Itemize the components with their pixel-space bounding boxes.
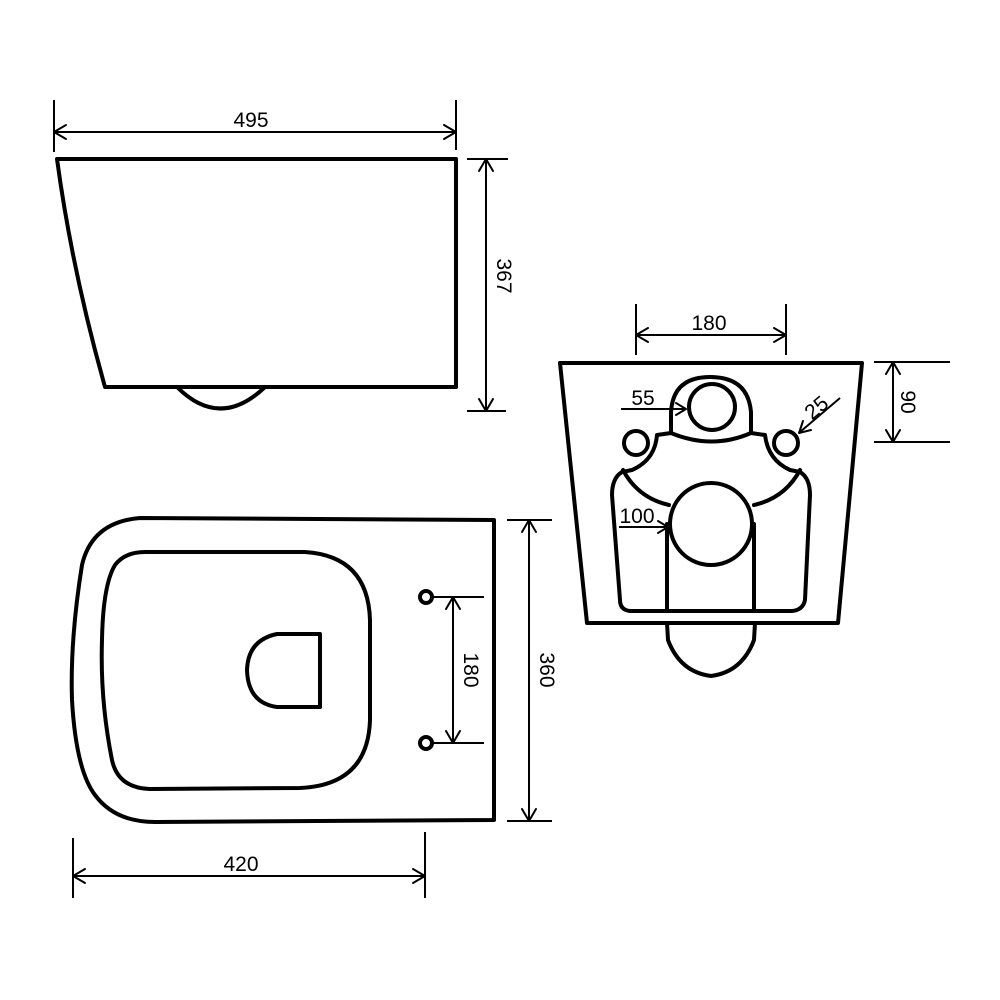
dim-label-495: 495 [233, 109, 268, 132]
top-view-outer-outline [69, 516, 496, 824]
dim-label-25: 25 [800, 392, 833, 425]
dim-label-100: 100 [619, 505, 654, 528]
dim-label-90: 90 [896, 390, 919, 413]
rear-view-outer-outline [558, 361, 864, 625]
rear-view-outlet-channel [665, 522, 756, 613]
rear-view-inlet-circle [687, 382, 737, 432]
top-view: 180 360 420 [69, 516, 558, 898]
dim-label-180-top: 180 [459, 652, 482, 687]
dim-top-fixing-spacing: 180 [432, 596, 484, 744]
rear-view-recess-curve [621, 468, 802, 507]
side-view-outlet-arc [175, 385, 267, 411]
dim-rear-inlet-diameter: 55 [621, 387, 687, 416]
dim-top-depth: 420 [72, 832, 426, 898]
rear-view-fixing-hole-right [772, 429, 800, 457]
rear-view-outlet-circle [668, 481, 754, 567]
rear-view-outlet-spigot [665, 621, 757, 678]
dim-label-55: 55 [631, 387, 654, 410]
dim-label-420: 420 [223, 853, 258, 876]
dim-rear-fixing-spacing: 180 [635, 304, 787, 355]
dim-label-367: 367 [492, 258, 515, 293]
top-view-bowl-opening [245, 632, 322, 709]
top-view-seat-outline [99, 550, 372, 791]
dim-side-length: 495 [53, 100, 457, 152]
dim-rear-outlet-diameter: 100 [619, 505, 669, 534]
rear-view: 180 90 55 25 100 [558, 304, 950, 678]
rear-view-recess-outline [610, 431, 812, 613]
dim-label-360: 360 [535, 652, 558, 687]
dim-rear-fixing-hole-diameter: 25 [798, 392, 841, 434]
side-view: 495 367 [53, 100, 515, 412]
dim-top-width: 360 [507, 519, 558, 822]
dim-label-180-rear: 180 [691, 312, 726, 335]
top-view-fixing-hole-lower [418, 735, 434, 751]
rear-view-fixing-hole-left [622, 429, 650, 457]
dim-side-height: 367 [467, 158, 515, 412]
rear-view-inlet-boss [669, 375, 753, 435]
top-view-fixing-hole-upper [418, 589, 434, 605]
dim-rear-inlet-height: 90 [874, 361, 950, 443]
side-view-body-outline [55, 157, 458, 389]
